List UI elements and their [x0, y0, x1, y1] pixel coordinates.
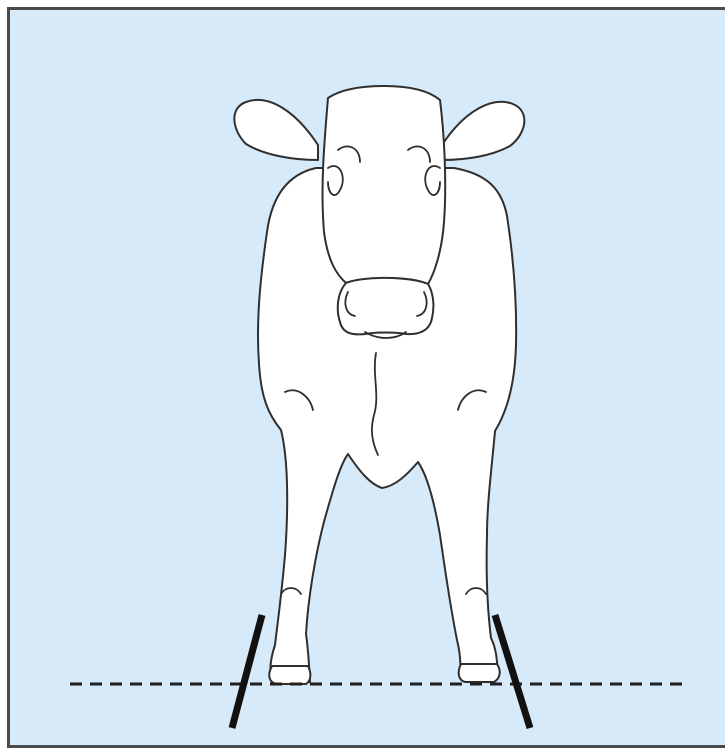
right-hoof [459, 664, 500, 682]
left-hoof [269, 666, 310, 684]
figure-panel [10, 10, 725, 745]
figure-frame [7, 7, 725, 748]
calf-diagram [10, 10, 725, 745]
calf-muzzle [338, 278, 434, 335]
